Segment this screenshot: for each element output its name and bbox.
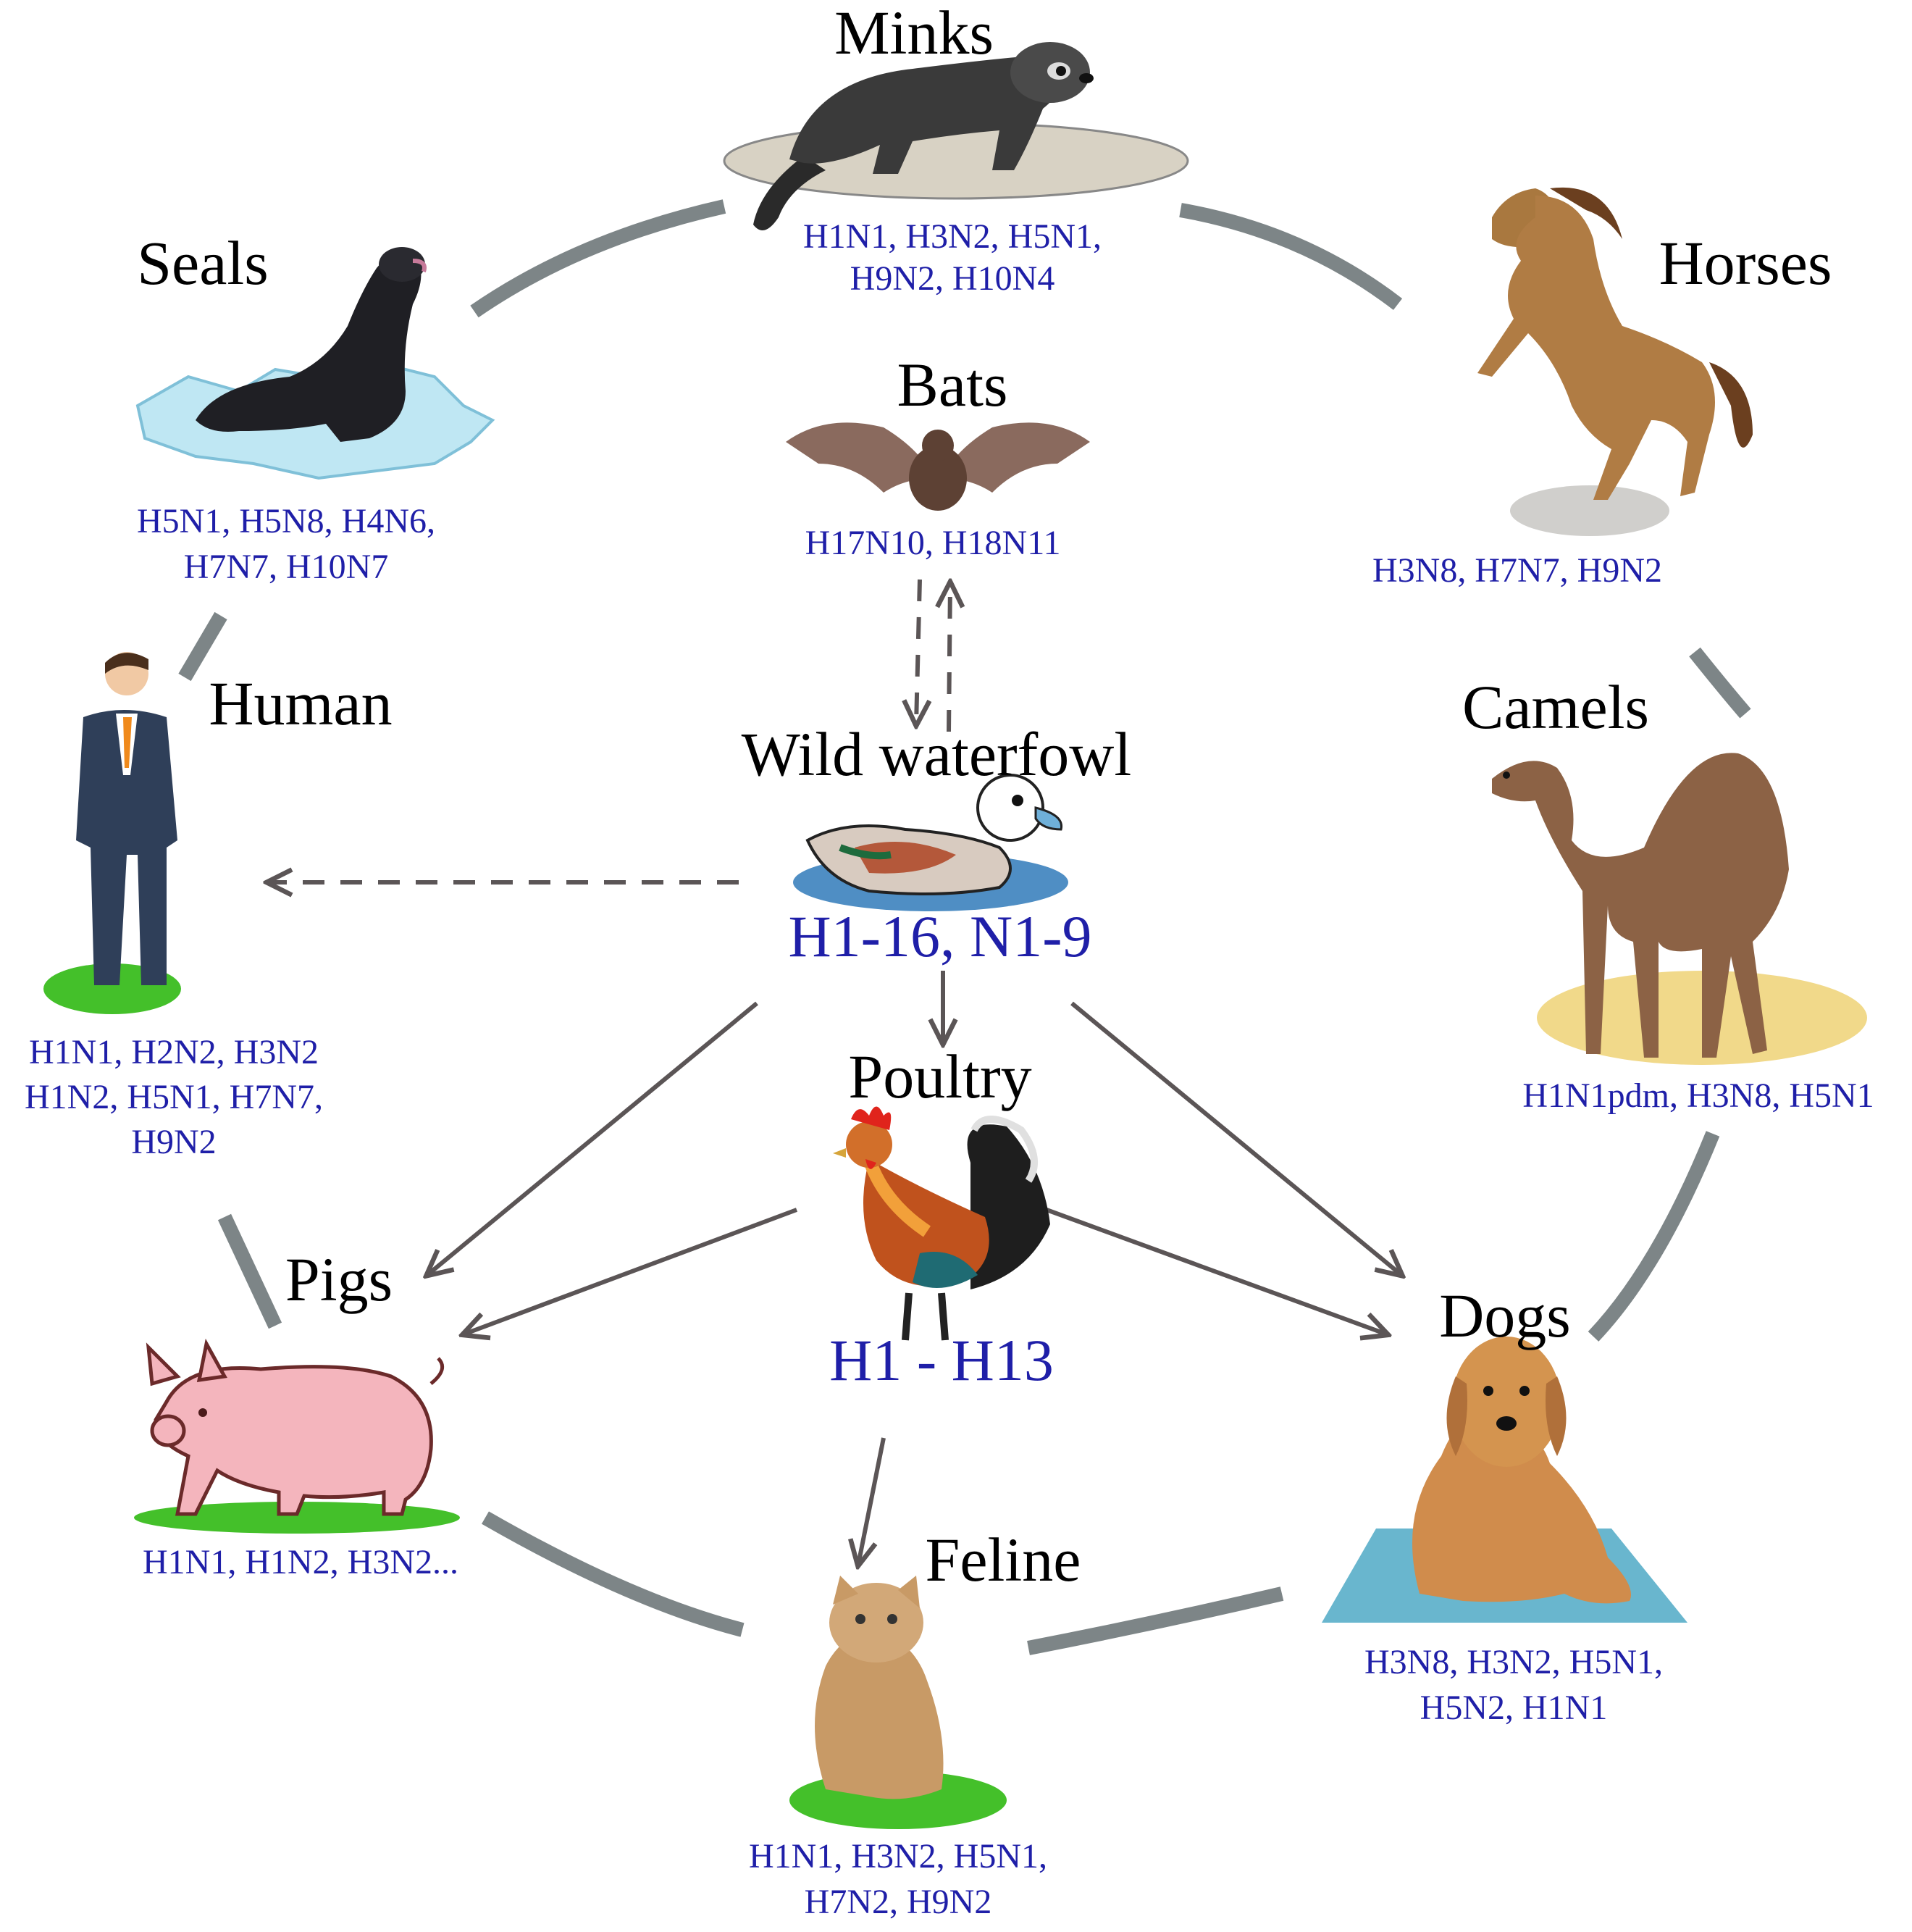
- pigs-subtypes-line1: H1N1, H1N2, H3N2...: [143, 1543, 458, 1581]
- horses-subtypes-line1: H3N8, H7N7, H9N2: [1372, 551, 1662, 590]
- host-ring: [178, 199, 1751, 1655]
- seals-subtypes-line1: H5N1, H5N8, H4N6,: [137, 502, 435, 540]
- node-waterfowl: Wild waterfowl H1-16, N1-9: [742, 719, 1132, 969]
- bats-title: Bats: [897, 350, 1008, 419]
- node-bats: Bats H17N10, H18N11: [786, 350, 1090, 562]
- minks-subtypes-line2: H9N2, H10N4: [850, 259, 1055, 298]
- cat-icon: [815, 1576, 944, 1799]
- human-subtypes-line3: H9N2: [131, 1123, 216, 1161]
- camels-subtypes-line1: H1N1pdm, H3N8, H5N1: [1522, 1076, 1874, 1115]
- feline-subtypes-line2: H7N2, H9N2: [805, 1883, 992, 1921]
- minks-subtypes-line1: H1N1, H3N2, H5N1,: [803, 217, 1102, 256]
- camels-title: Camels: [1462, 672, 1649, 742]
- horses-title: Horses: [1659, 228, 1832, 298]
- ring-camels-dogs: [1588, 1131, 1720, 1342]
- horse-ground: [1510, 485, 1669, 536]
- node-minks: Minks H1N1, H3N2, H5N1, H9N2, H10N4: [723, 0, 1189, 298]
- camel-icon: [1492, 753, 1789, 1058]
- node-pigs: Pigs H1N1, H1N2, H3N2...: [134, 1245, 460, 1581]
- dogs-subtypes-line2: H5N2, H1N1: [1420, 1689, 1608, 1727]
- ring-human-pigs: [217, 1213, 282, 1329]
- minks-title: Minks: [834, 0, 994, 67]
- rooster-icon: [833, 1106, 1050, 1341]
- ring-feline-dogs: [1027, 1586, 1284, 1655]
- node-feline: Feline H1N1, H3N2, H5N1, H7N2, H9N2: [749, 1525, 1081, 1921]
- seal-icon: [196, 247, 427, 442]
- dog-icon: [1412, 1337, 1631, 1604]
- seals-title: Seals: [137, 228, 269, 298]
- mink-icon: [753, 42, 1094, 230]
- arrow-poultry-to-feline: [858, 1437, 886, 1565]
- ring-pigs-feline: [482, 1511, 745, 1637]
- dogs-subtypes-line1: H3N8, H3N2, H5N1,: [1364, 1643, 1663, 1681]
- arrow-poultry-to-dogs: [1045, 1208, 1387, 1334]
- dashed-arrow-waterfowl-to-bats: [949, 583, 950, 732]
- duck-icon: [805, 774, 1063, 895]
- horse-icon: [1477, 187, 1753, 500]
- transmission-arrows: [268, 580, 1401, 1565]
- waterfowl-title: Wild waterfowl: [742, 719, 1132, 789]
- node-poultry: Poultry H1 - H13: [829, 1042, 1054, 1393]
- human-subtypes-line2: H1N2, H5N1, H7N7,: [25, 1078, 323, 1116]
- feline-title: Feline: [926, 1525, 1081, 1594]
- human-subtypes-line1: H1N1, H2N2, H3N2: [29, 1033, 319, 1071]
- feline-subtypes-line1: H1N1, H3N2, H5N1,: [749, 1837, 1047, 1875]
- node-camels: Camels H1N1pdm, H3N8, H5N1: [1462, 672, 1874, 1115]
- poultry-subtypes-line1: H1 - H13: [829, 1327, 1054, 1393]
- arrow-waterfowl-to-dogs: [1070, 1001, 1401, 1275]
- bats-subtypes-line1: H17N10, H18N11: [805, 524, 1061, 562]
- seals-subtypes-line2: H7N7, H10N7: [184, 548, 389, 586]
- node-horses: Horses H3N8, H7N7, H9N2: [1372, 187, 1832, 590]
- node-dogs: Dogs H3N8, H3N2, H5N1, H5N2, H1N1: [1322, 1281, 1687, 1727]
- ring-seals-minks: [470, 199, 726, 318]
- node-seals: Seals H5N1, H5N8, H4N6, H7N7, H10N7: [135, 228, 495, 586]
- pig-ground: [134, 1502, 460, 1534]
- human-title: Human: [209, 669, 392, 738]
- pigs-title: Pigs: [285, 1245, 393, 1314]
- node-human: Human H1N1, H2N2, H3N2 H1N2, H5N1, H7N7,…: [25, 652, 393, 1161]
- pig-icon: [146, 1338, 445, 1516]
- bat-icon: [786, 422, 1090, 511]
- ring-minks-horses: [1179, 203, 1403, 310]
- ring-seals-human: [178, 611, 227, 682]
- arrow-waterfowl-to-pigs: [427, 1001, 758, 1275]
- waterfowl-subtypes-line1: H1-16, N1-9: [788, 903, 1091, 969]
- dashed-arrow-bats-to-waterfowl: [916, 579, 920, 724]
- dogs-title: Dogs: [1439, 1281, 1571, 1350]
- human-icon: [76, 652, 177, 985]
- ring-horses-camels: [1689, 647, 1751, 719]
- arrow-poultry-to-pigs: [464, 1208, 798, 1334]
- poultry-title: Poultry: [848, 1042, 1031, 1111]
